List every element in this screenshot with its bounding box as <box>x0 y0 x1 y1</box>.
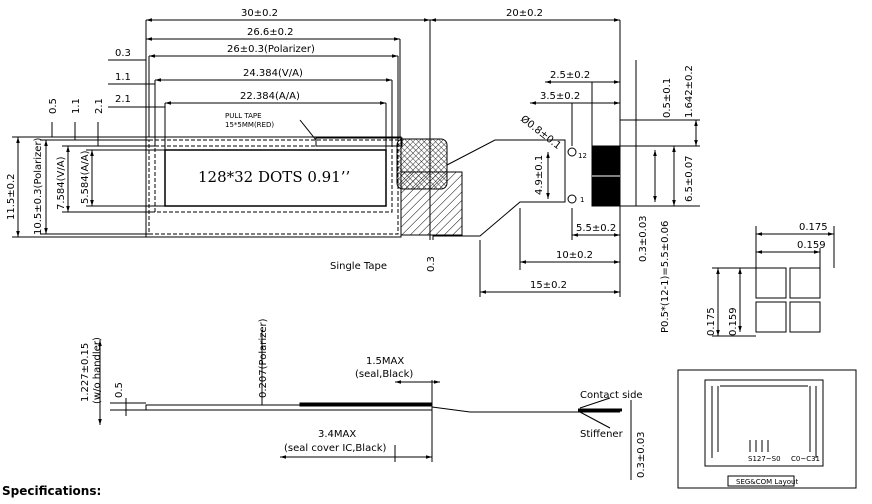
dim-26-polarizer: 26±0.3(Polarizer) <box>227 44 315 55</box>
fpc-hole-bottom <box>567 194 577 204</box>
pull-tape-label-1: PULL TAPE <box>225 112 262 120</box>
dim-fpc-15: 15±0.2 <box>530 280 567 291</box>
seg-range-label: S127~S0 <box>748 455 781 463</box>
side-view-seal <box>299 402 433 407</box>
dim-right-pitch: P0.5*(12-1)=5.5±0.06 <box>660 221 671 333</box>
fpc-hole-top <box>567 147 577 157</box>
seg-com-layout-frame <box>677 369 857 489</box>
fpc-outline <box>432 139 566 240</box>
pull-tape-box <box>315 137 403 147</box>
pull-tape-leader <box>299 119 317 141</box>
dim-tape-0-3: 0.3 <box>426 256 437 272</box>
dim-26-6: 26.6±0.2 <box>247 27 294 38</box>
dim-left-2-1: 2.1 <box>115 94 131 105</box>
dim-24-384-va: 24.384(V/A) <box>243 68 303 79</box>
dim-side-0-3-right: 0.3±0.03 <box>636 431 647 478</box>
dim-side-0-5: 0.5 <box>114 382 125 398</box>
contact-side-label: Contact side <box>580 390 643 401</box>
dim-right-0-3: 0.3±0.03 <box>638 215 649 262</box>
dim-20: 20±0.2 <box>506 8 543 19</box>
dim-pad-0-159: 0.159 <box>797 240 826 251</box>
dim-side-seal-black: (seal,Black) <box>355 369 413 380</box>
dim-side-1-227: 1.227±0.15 <box>80 343 91 402</box>
dim-height-11-5: 11.5±0.2 <box>6 173 17 220</box>
seg-com-caption-box <box>727 475 795 487</box>
com-range-label: C0~C31 <box>791 455 820 463</box>
dim-pad-0-175: 0.175 <box>799 222 828 233</box>
dim-right-6-5: 6.5±0.07 <box>684 155 695 202</box>
dim-fpc-10: 10±0.2 <box>556 250 593 261</box>
dim-height-10-5: 10.5±0.3(Polarizer) <box>33 137 44 235</box>
dim-top-0-5: 0.5 <box>48 98 59 114</box>
dim-left-0-3: 0.3 <box>115 48 131 59</box>
dim-side-1-5max: 1.5MAX <box>366 356 404 367</box>
single-tape-label: Single Tape <box>330 261 387 272</box>
dim-top-2-1: 2.1 <box>94 98 105 114</box>
dim-right-0-5: 0.5±0.1 <box>662 78 673 118</box>
dim-height-7-584: 7.584(V/A) <box>56 156 67 210</box>
dim-left-1-1: 1.1 <box>115 72 131 83</box>
dim-pad-v-0-175: 0.175 <box>706 307 717 336</box>
dim-side-seal-cover: (seal cover IC,Black) <box>284 443 386 454</box>
dim-height-5-584: 5.584(A/A) <box>80 150 91 204</box>
specifications-heading: Specifications: <box>2 484 102 498</box>
dim-pad-v-0-159: 0.159 <box>728 307 739 336</box>
single-tape-area <box>400 171 463 236</box>
dim-fpc-5-5: 5.5±0.2 <box>576 223 616 234</box>
dim-right-1-642: 1.642±0.2 <box>684 65 695 118</box>
side-view-fpc <box>431 406 620 413</box>
stiffener-label: Stiffener <box>580 429 624 440</box>
dim-side-3-4max: 3.4MAX <box>318 429 356 440</box>
dim-fpc-4-9: 4.9±0.1 <box>534 155 545 195</box>
dim-side-0-207: 0.207(Polarizer) <box>258 318 269 398</box>
polarizer-outline <box>148 139 399 235</box>
dim-30: 30±0.2 <box>241 8 278 19</box>
pull-tape-label-2: 15*5MM(RED) <box>225 121 274 129</box>
pin-12-label: 12 <box>578 152 587 160</box>
dim-top-1-1: 1.1 <box>71 98 82 114</box>
panel-outline <box>145 136 402 238</box>
layout-caption: SEG&COM Layout <box>736 478 798 486</box>
pin-1-label: 1 <box>580 196 584 204</box>
dim-fpc-hole: Ø0.8±0.1 <box>518 113 563 152</box>
active-area-outline <box>164 149 387 207</box>
display-text: 128*32 DOTS 0.91’’ <box>198 168 350 186</box>
viewing-area-outline <box>154 145 393 213</box>
seg-com-panel <box>704 379 824 467</box>
dim-fpc-3-5: 3.5±0.2 <box>540 91 580 102</box>
dim-side-wo-handler: (w/o handler) <box>92 337 103 404</box>
dim-fpc-2-5: 2.5±0.2 <box>550 70 590 81</box>
dim-22-384-aa: 22.384(A/A) <box>240 91 300 102</box>
